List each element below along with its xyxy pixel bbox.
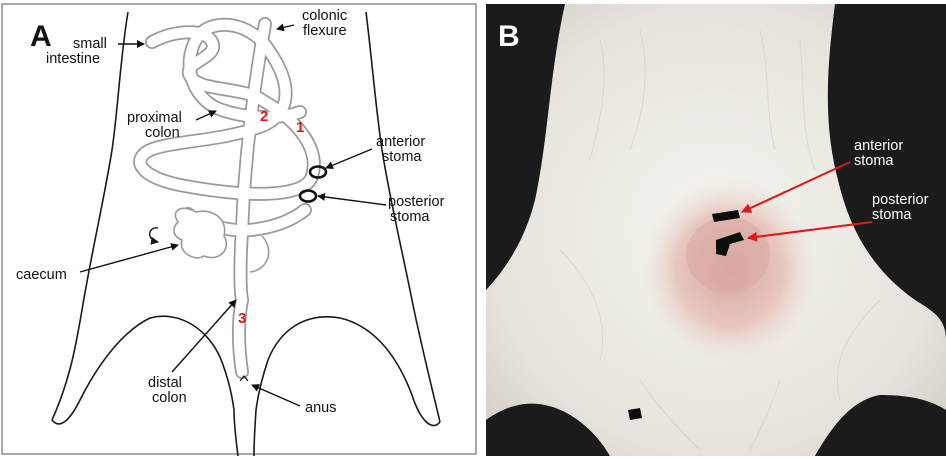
marker-3: 3 [238,310,246,327]
panel-a: A small intestine colonic flexure proxim… [2,4,476,456]
marker-1: 1 [296,119,304,136]
label-proximal-colon-line1: proximal [127,110,182,126]
label-caecum: caecum [16,267,67,283]
label-colonic-flexure-line1: colonic [302,8,347,24]
marker-2: 2 [260,108,268,125]
label-b-posterior-stoma-line2: stoma [872,207,912,223]
label-posterior-stoma-line2: stoma [390,209,430,225]
panel-b-letter: B [498,20,520,53]
label-colonic-flexure-line2: flexure [303,23,347,39]
panel-a-letter: A [30,20,52,53]
label-b-posterior-stoma-line1: posterior [872,192,929,208]
label-anus: anus [305,400,336,416]
label-distal-colon-line1: distal [148,375,182,391]
label-posterior-stoma-line1: posterior [388,194,445,210]
label-b-anterior-stoma-line1: anterior [854,138,903,154]
label-distal-colon-line2: colon [152,390,187,406]
wound-center [686,217,770,293]
label-anterior-stoma-line2: stoma [382,149,422,165]
panel-b: B anterior stoma posterior stoma [486,4,946,456]
label-small-intestine-line2: intestine [46,51,100,67]
label-b-anterior-stoma-line2: stoma [854,153,894,169]
label-anterior-stoma-line1: anterior [376,134,425,150]
label-small-intestine-line1: small [73,36,107,52]
label-proximal-colon-line2: colon [145,125,180,141]
lower-suture [628,408,642,420]
